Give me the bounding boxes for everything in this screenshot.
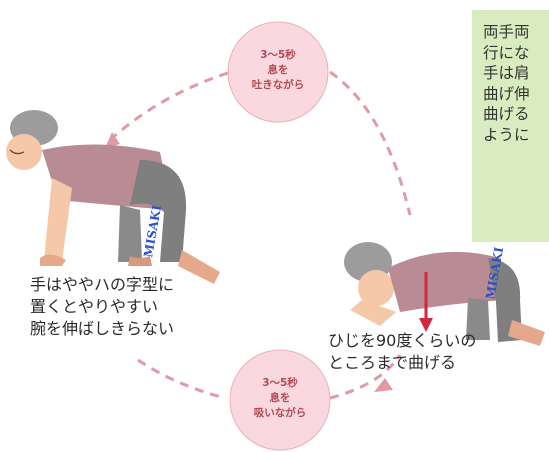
left-caption: 手はややハの字型に 置くとやりやすい 腕を伸ばしきらない [30, 274, 174, 340]
inhale-action: 吸いながら [253, 407, 307, 419]
note-line: 曲げる [483, 105, 530, 123]
inhale-step-text: 3〜5秒 息を 吸いながら [238, 376, 322, 421]
exhale-circle [227, 21, 329, 123]
watermark-left: MISAKI [141, 204, 164, 259]
right-caption-line: ひじを90度くらいの [328, 331, 477, 350]
exhale-breath-label: 息を [267, 64, 289, 76]
note-line: 曲げ伸 [483, 84, 530, 103]
exhale-duration: 3〜5秒 [260, 49, 296, 61]
cycle-arrow-top-right [329, 70, 412, 216]
cycle-arrow-bottom-left [137, 358, 226, 400]
note-line: ように [483, 125, 530, 144]
exhale-step-text: 3〜5秒 息を 吐きながら [236, 48, 320, 93]
left-caption-line: 置くとやりやすい [30, 297, 159, 316]
cycle-arrow-top-left [108, 71, 229, 142]
left-caption-line: 手はややハの字型に [30, 275, 175, 294]
note-line: 手は肩 [483, 64, 530, 82]
instruction-note-box: 両手両 行にな 手は肩 曲げ伸 曲げる ように [472, 10, 549, 242]
arrowhead-left [105, 132, 120, 148]
exhale-action: 吐きながら [251, 79, 305, 91]
arrowhead-right [374, 378, 393, 392]
woman-elbows-bent-illustration: MISAKI [344, 242, 545, 346]
inhale-duration: 3〜5秒 [262, 377, 298, 389]
bend-arrow-head [419, 318, 433, 332]
note-line: 両手両 [483, 23, 530, 41]
right-caption-line: ところまで曲げる [328, 353, 457, 372]
woman-arms-straight-illustration: MISAKI [6, 110, 220, 284]
left-caption-line: 腕を伸ばしきらない [30, 319, 175, 338]
inhale-circle [229, 349, 331, 451]
right-caption: ひじを90度くらいの ところまで曲げる [328, 330, 476, 374]
inhale-breath-label: 息を [269, 392, 291, 404]
note-line: 行にな [483, 43, 530, 62]
